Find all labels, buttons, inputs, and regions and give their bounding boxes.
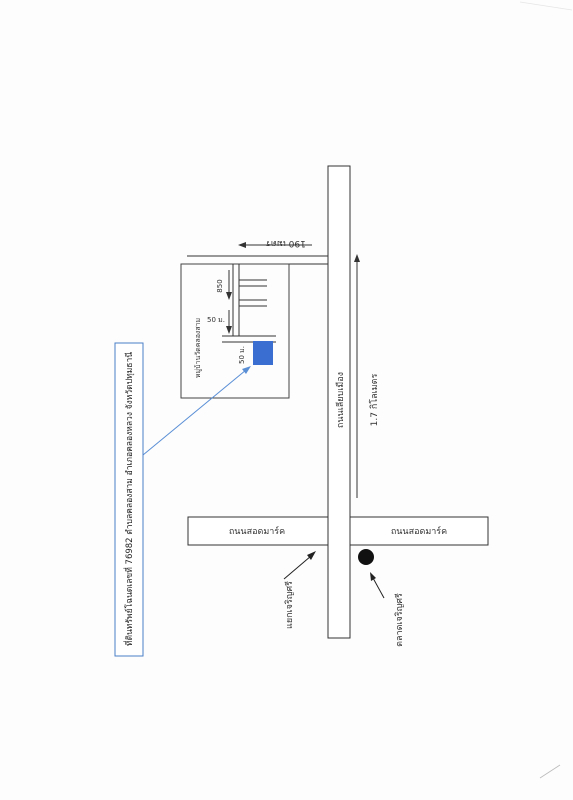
market-marker <box>358 549 374 565</box>
intersection <box>328 517 350 545</box>
distance-arrow-top-head <box>238 242 246 248</box>
distance-main-label: 1.7 กิโลเมตร <box>369 374 380 427</box>
cross-road-right-label: ถนนสอดมาร์ค <box>391 525 447 537</box>
dist-850-arrow-head <box>226 292 232 300</box>
distance-top-label: 190 เมตร <box>266 238 306 248</box>
dist-50-lane-arrow-head <box>226 326 232 334</box>
scan-mark-corner <box>539 764 561 779</box>
dist-50-plot-label: 50 ม. <box>238 346 246 364</box>
junction-label: แยกเจริญศรี <box>284 581 295 629</box>
property-plot <box>253 341 273 365</box>
distance-arrow-head <box>354 254 360 262</box>
village-label: หมู่บ้านวัดคลองสาม <box>194 318 202 378</box>
dist-50-lane-label: 50 ม. <box>207 316 225 324</box>
pointer-arrow-head <box>242 366 251 374</box>
cross-road-left <box>187 516 329 546</box>
cross-road-right <box>349 516 489 546</box>
cross-road-left-label: ถนนสอดมาร์ค <box>229 525 285 537</box>
junction-arrow <box>283 555 312 580</box>
dist-850-label: 850 <box>216 279 224 292</box>
main-road-label: ถนนเลียบเมือง <box>335 372 346 428</box>
pointer-line <box>142 369 247 456</box>
market-arrow-head <box>370 572 376 581</box>
junction-arrow-head <box>307 551 316 560</box>
property-note-box <box>114 342 144 657</box>
market-label: ตลาดเจริญศรี <box>394 593 405 647</box>
property-note-label: ที่ดินทรัพย์โฉนดเลขที่ 76982 ตำบลคลองสาม… <box>123 352 135 646</box>
scan-mark-top <box>519 1 573 11</box>
village-area <box>180 263 290 399</box>
market-arrow <box>372 577 385 599</box>
